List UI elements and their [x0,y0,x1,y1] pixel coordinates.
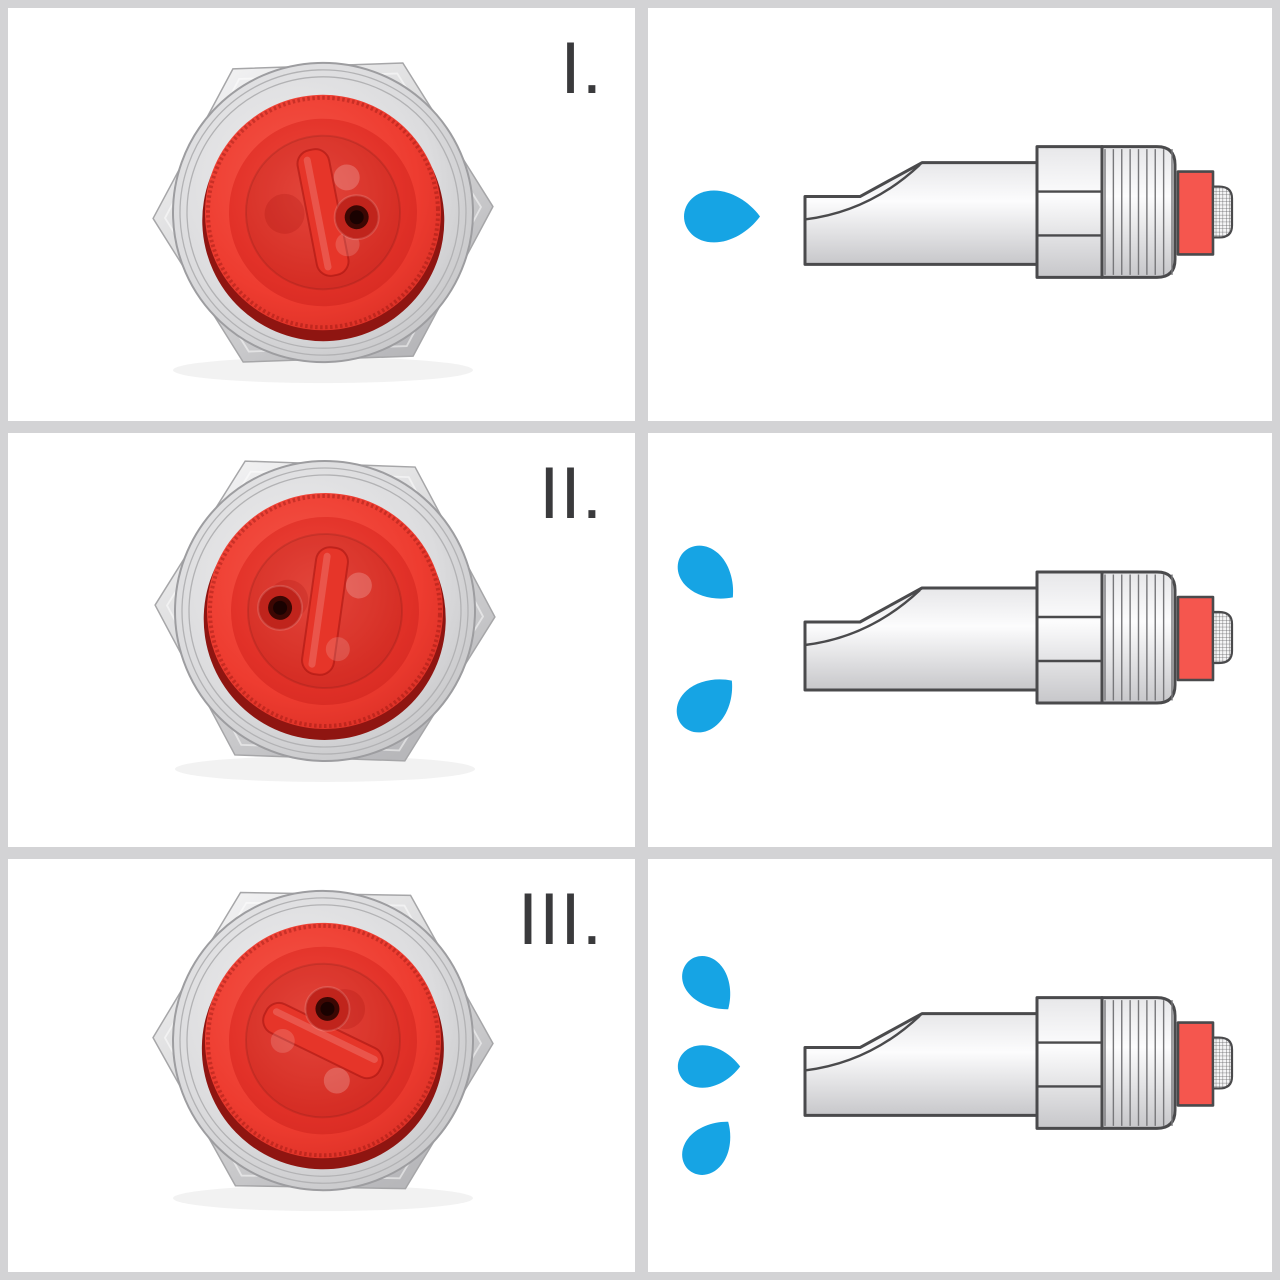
panel-valve-step-2: II. [8,433,635,847]
panel-spray-step-1 [648,8,1272,421]
valve-photo [154,460,496,782]
panel-valve-step-1: I. [8,8,635,421]
panel-valve-step-3: III. [8,859,635,1272]
step-label: III. [517,879,603,960]
valve-photo [152,889,494,1212]
panel-spray-step-3 [648,859,1272,1272]
step-label: I. [560,28,603,109]
panel-spray-step-2 [648,433,1272,847]
nozzle-illustration [677,956,1234,1175]
nozzle-illustration [676,545,1234,733]
valve-photo [152,61,494,384]
step-label: II. [539,453,603,534]
nozzle-illustration [684,145,1234,279]
